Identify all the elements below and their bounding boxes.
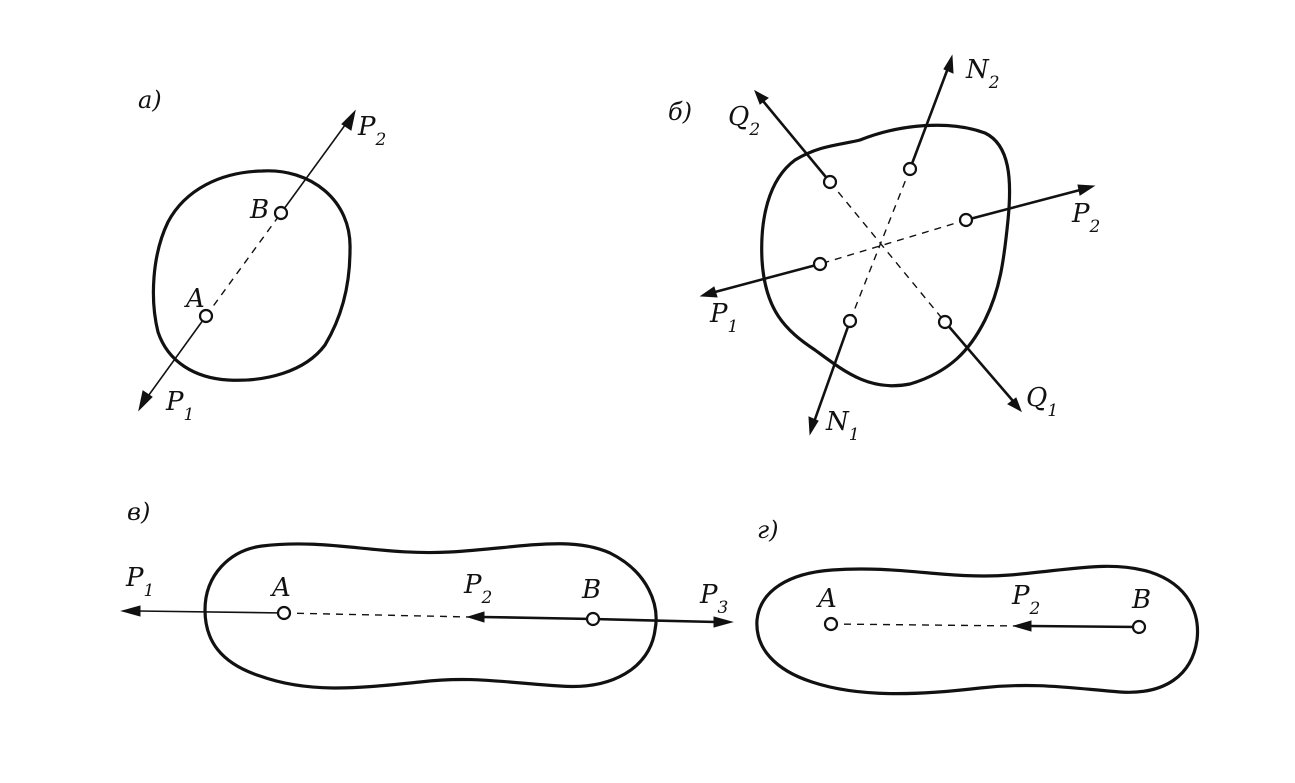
panel-b-force-n2-shaft — [908, 67, 950, 170]
panel-b-point-q1 — [937, 314, 953, 330]
panel-b-force-q1-arrowhead — [1007, 397, 1022, 413]
panel-d-body-outline — [755, 564, 1200, 696]
panel-b-point-p1 — [812, 256, 828, 272]
panel-b-label-q1: Q1 — [1026, 383, 1058, 421]
panel-a-label-p2-main: P — [357, 112, 376, 142]
panel-c-tag: в) — [127, 498, 150, 526]
panel-b-n-action-line — [849, 168, 911, 322]
panel-d-label-p2-sub: 2 — [1029, 599, 1041, 619]
panel-c-label-p2-main: P — [463, 570, 482, 600]
panel-c-force-p3-arrowhead — [713, 616, 734, 628]
panel-b-force-q1-shaft — [944, 321, 1014, 402]
panel-a-body-outline — [151, 169, 352, 382]
panel-d-tag: г) — [757, 516, 779, 544]
panel-d-point-b — [1131, 619, 1147, 635]
panel-b-label-p2-sub: 2 — [1089, 217, 1101, 237]
panel-a-label-p2: P2 — [357, 112, 386, 150]
panel-a-label-p1: P1 — [165, 387, 194, 425]
panel-d-label-p2: P2 — [1011, 581, 1040, 619]
panel-c-label-p2-sub: 2 — [481, 588, 493, 608]
panel-d: г) A B P2 — [755, 516, 1200, 696]
panel-a-label-p1-sub: 1 — [184, 405, 195, 425]
panel-c-label-p1-sub: 1 — [144, 581, 155, 601]
panel-c-force-p2-shaft — [481, 615, 594, 621]
panel-a-point-b — [273, 205, 289, 221]
panel-b-tag: б) — [668, 98, 692, 126]
panel-b-label-n1-main: N — [825, 407, 850, 437]
panel-c-label-a: A — [270, 573, 291, 603]
panel-b-label-p1: P1 — [709, 299, 738, 337]
panel-c-label-p3: P3 — [699, 580, 728, 618]
panel-a-action-line — [205, 212, 282, 317]
panel-a-point-a — [198, 308, 214, 324]
panel-b-force-n2-arrowhead — [943, 54, 954, 74]
panel-a-tag: а) — [138, 86, 162, 114]
panel-b-p-action-line — [819, 219, 967, 265]
panel-b-body-outline — [760, 123, 1012, 388]
panel-b-point-p2 — [958, 212, 974, 228]
panel-d-label-p2-main: P — [1011, 581, 1030, 611]
panel-c-label-p2: P2 — [463, 570, 492, 608]
panel-b-label-p1-main: P — [709, 299, 728, 329]
panel-b-point-q2 — [822, 174, 838, 190]
panel-b-label-p1-sub: 1 — [728, 317, 739, 337]
panel-b-force-q2-arrowhead — [754, 89, 769, 105]
panel-c-label-p3-sub: 3 — [718, 598, 729, 618]
panel-d-point-a — [823, 616, 839, 632]
panel-a-force-p1-shaft — [145, 315, 207, 400]
panel-c-body-outline — [203, 542, 658, 690]
panel-c-label-p3-main: P — [699, 580, 718, 610]
panel-b-point-n1 — [842, 313, 858, 329]
panel-c-force-p1-shaft — [137, 610, 285, 614]
panel-b-label-n2-sub: 2 — [988, 73, 1000, 93]
panel-b-force-n1-shaft — [812, 320, 852, 423]
panel-a-force-p1-arrowhead — [138, 390, 153, 412]
panel-c-label-b: B — [581, 575, 601, 605]
panel-c-action-line — [283, 612, 471, 618]
panel-d-force-p2-shaft — [1029, 624, 1140, 629]
panel-b-label-n1-sub: 1 — [849, 425, 860, 445]
panel-b-point-n2 — [902, 161, 918, 177]
panel-c-point-a — [276, 605, 292, 621]
panel-c-point-b — [585, 611, 601, 627]
panel-d-label-b: B — [1131, 585, 1151, 615]
panel-c-force-p3-shaft — [592, 617, 717, 624]
panel-a-label-p2-sub: 2 — [375, 130, 387, 150]
panel-c-label-p1: P1 — [125, 563, 154, 601]
panel-b-force-n1-arrowhead — [808, 416, 819, 436]
panel-b-label-p2-main: P — [1071, 199, 1090, 229]
panel-b-force-p2-arrowhead — [1077, 184, 1096, 196]
panel-b-force-p1-arrowhead — [699, 286, 718, 298]
panel-b-force-p1-shaft — [714, 262, 821, 294]
panel-b-force-p2-shaft — [965, 188, 1081, 222]
panel-c: в) A B P1 P2 P3 — [120, 498, 734, 690]
panel-b-q-action-line — [829, 181, 946, 323]
panel-b-label-n2: N2 — [965, 55, 1000, 93]
panel-b-label-q2: Q2 — [728, 102, 760, 140]
panel-b-label-p2: P2 — [1071, 199, 1100, 237]
panel-d-force-p2-arrowhead — [1012, 620, 1032, 632]
panel-b-label-n2-main: N — [965, 55, 990, 85]
panel-d-label-a: A — [816, 584, 837, 614]
panel-b-label-n1: N1 — [825, 407, 860, 445]
panel-a-force-p2-shaft — [280, 120, 349, 214]
panel-a-label-b: B — [249, 195, 269, 225]
panel-a-label-a: A — [184, 284, 205, 314]
panel-c-force-p1-arrowhead — [120, 605, 141, 617]
panel-a-label-p1-main: P — [165, 387, 184, 417]
panel-b-label-q1-sub: 1 — [1047, 401, 1058, 421]
panel-a: а) B A P2 P1 — [138, 86, 386, 425]
panel-b: б) N2 Q2 P2 P1 Q1 N1 — [668, 54, 1100, 445]
panel-b-force-q2-shaft — [761, 100, 832, 183]
panel-a-force-p2-arrowhead — [341, 109, 356, 131]
panel-b-label-q1-main: Q — [1026, 383, 1047, 413]
panel-d-action-line — [830, 623, 1021, 627]
panel-c-force-p2-arrowhead — [466, 611, 485, 623]
panel-c-label-p1-main: P — [125, 563, 144, 593]
panel-b-label-q2-sub: 2 — [748, 120, 760, 140]
panel-b-label-q2-main: Q — [728, 102, 749, 132]
